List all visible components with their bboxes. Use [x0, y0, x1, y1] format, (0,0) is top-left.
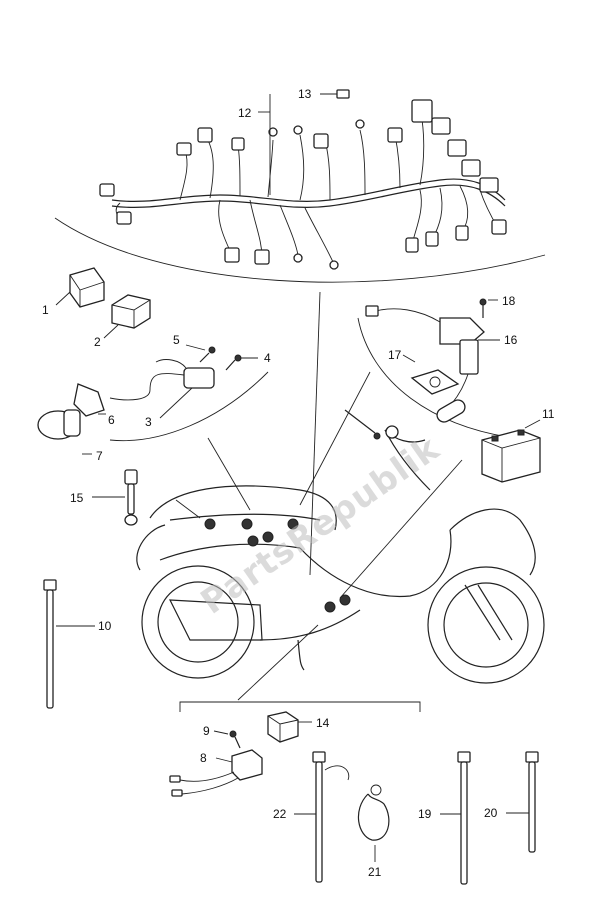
label-1: 1 [42, 303, 49, 317]
regulator-8[interactable] [169, 749, 263, 797]
mounting-points [204, 518, 351, 613]
label-11: 11 [542, 407, 555, 421]
label-20: 20 [484, 806, 498, 820]
cable-tie-10[interactable] [43, 579, 57, 709]
wiring-harness[interactable] [99, 99, 507, 270]
section-divider-right [357, 317, 531, 441]
relay-14[interactable] [267, 711, 299, 743]
cable-tie-19[interactable] [457, 751, 471, 885]
label-10: 10 [98, 619, 112, 633]
cable-tie-20[interactable] [525, 751, 539, 853]
float-arm[interactable] [435, 373, 469, 425]
flasher-unit[interactable] [111, 294, 151, 329]
label-3: 3 [145, 415, 152, 429]
label-18: 18 [502, 294, 516, 308]
gasket[interactable] [410, 369, 460, 395]
label-9: 9 [203, 724, 210, 738]
fuel-level-sender[interactable] [365, 305, 485, 375]
bottom-group-bracket [179, 701, 421, 712]
screw-9[interactable] [229, 730, 241, 749]
label-12: 12 [238, 106, 252, 120]
screw-5[interactable] [199, 346, 216, 363]
bolt-18[interactable] [479, 298, 487, 318]
label-14: 14 [316, 716, 330, 730]
cable-tie-22[interactable] [312, 751, 350, 883]
fuse[interactable] [320, 89, 350, 99]
spark-plug-cover[interactable] [37, 409, 81, 440]
label-4: 4 [264, 351, 271, 365]
label-leaders [55, 291, 541, 862]
label-17: 17 [388, 348, 402, 362]
battery[interactable] [481, 429, 541, 483]
label-19: 19 [418, 807, 432, 821]
ignition-coil[interactable] [109, 359, 215, 401]
relay[interactable] [69, 267, 105, 308]
label-16: 16 [504, 333, 518, 347]
wire-clip-21[interactable] [357, 784, 390, 841]
leader-arrows [175, 291, 463, 701]
spark-plug-cap[interactable] [73, 383, 105, 417]
label-2: 2 [94, 335, 101, 349]
section-divider-top [54, 217, 546, 283]
label-8: 8 [200, 751, 207, 765]
scooter-outline [136, 409, 545, 684]
watermark: PartsRepublik [194, 428, 448, 622]
screw-4[interactable] [225, 354, 242, 371]
label-22: 22 [273, 807, 287, 821]
label-21: 21 [368, 865, 382, 879]
label-5: 5 [173, 333, 180, 347]
section-divider-left [109, 371, 269, 442]
label-15: 15 [70, 491, 84, 505]
label-7: 7 [96, 449, 103, 463]
label-6: 6 [108, 413, 115, 427]
sensor-15[interactable] [124, 469, 138, 526]
label-13: 13 [298, 87, 312, 101]
